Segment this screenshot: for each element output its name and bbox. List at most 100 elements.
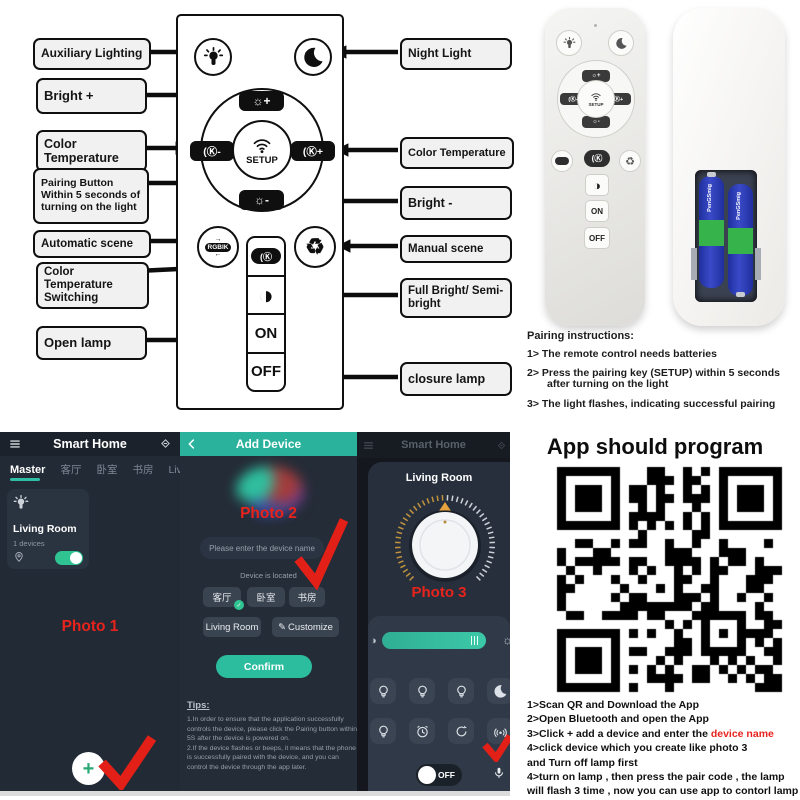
callout-color-temperature-switching: Color Temperature Switching (36, 262, 149, 309)
recycle-rgb-icon: ♻ (305, 234, 325, 259)
instruction-line: 4>click device which you create like pho… (527, 742, 748, 755)
device-card-living-room[interactable]: Living Room 1 devices (7, 489, 89, 569)
room-chip-living-cn[interactable]: 客厅 ✓ (203, 587, 244, 610)
device-card-count: 1 devices (13, 539, 45, 548)
remote-photo-rgbik-button (551, 150, 573, 172)
confirm-button[interactable]: Confirm (216, 655, 312, 678)
callout-bright-plus: Bright + (36, 78, 147, 114)
color-temp-plus-button[interactable]: (Ⓚ+ (291, 141, 335, 161)
room-chip-living-room[interactable]: Living Room (203, 617, 261, 637)
photo2-annotation: Photo 2 (240, 505, 297, 522)
tab-living-room-cn[interactable]: 客厅 (60, 464, 82, 476)
brightness-slider[interactable] (382, 632, 486, 649)
photo3-annotation: Photo 3 (411, 584, 467, 601)
app-screenshot-add-device: Add Device Photo 2 Please enter the devi… (180, 432, 357, 791)
device-photo-blob (236, 466, 304, 516)
manual-scene-button[interactable]: ♻ (294, 226, 336, 268)
automatic-scene-button[interactable]: → RGBIK ← (197, 226, 239, 268)
back-icon[interactable] (185, 437, 199, 451)
device-name-placeholder: Please enter the device name (209, 543, 315, 553)
app1-header: Smart Home (0, 432, 180, 456)
pin-icon (13, 551, 25, 563)
night-light-button[interactable] (294, 38, 332, 76)
slider-grip[interactable] (471, 636, 478, 645)
star-moon-icon (615, 37, 628, 50)
callout-closure-lamp: closure lamp (400, 362, 512, 396)
remote-photo-bright-minus: ☼- (582, 116, 610, 128)
bulb-icon (415, 684, 430, 699)
remote-photo-manual-button: ♻ (619, 150, 641, 172)
room-chip-customize[interactable]: ✎ Customize (272, 617, 339, 637)
mic-icon[interactable] (492, 766, 506, 780)
remote-photo-off-button: OFF (584, 227, 610, 249)
instruction-line: 3>Click + add a device and enter the dev… (527, 727, 774, 740)
callout-automatic-scene: Automatic scene (33, 230, 151, 258)
tips-line: 1.In order to ensure that the applicatio… (187, 716, 357, 743)
plus-icon: + (82, 757, 95, 780)
tab-living-room[interactable]: Living Ro (168, 463, 180, 476)
power-toggle-off[interactable]: OFF (416, 764, 462, 786)
scene-tile-pairing[interactable] (487, 718, 510, 744)
remote-photo-aux-button (556, 30, 582, 56)
scene-tile-timer[interactable] (409, 718, 435, 744)
device-name-input[interactable]: Please enter the device name (200, 537, 324, 559)
app-screenshot-home: Smart Home Master 客厅 卧室 书房 Living Ro Liv… (0, 432, 180, 791)
app2-header: Add Device (180, 432, 357, 456)
battery-green-band (699, 220, 724, 246)
tips-line: 2.If the device flashes or beeps, it mea… (187, 744, 356, 771)
pairing-instructions: Pairing instructions: 1> The remote cont… (527, 330, 799, 410)
battery-green-band (728, 228, 753, 254)
tab-bedroom-cn[interactable]: 卧室 (96, 464, 118, 476)
app-screenshot-dimmer: Smart Home Living Room Photo 3 ◑ ☼ (357, 432, 510, 791)
brightness-dial[interactable] (393, 493, 497, 597)
brightness-high-icon: ☼ (502, 633, 510, 647)
remote-photo-setup-button: SETUP (577, 80, 615, 118)
bulb-icon (376, 724, 391, 739)
auxiliary-light-button[interactable] (194, 38, 232, 76)
scene-tile-lamp[interactable] (370, 718, 396, 744)
add-device-fab[interactable]: + (72, 752, 105, 785)
bulb-rays-icon (563, 37, 576, 50)
room-chip-bedroom-cn[interactable]: 卧室 (247, 587, 285, 607)
tab-study-cn[interactable]: 书房 (132, 464, 154, 476)
device-toggle-on[interactable] (55, 551, 83, 565)
chip-selected-badge: ✓ (234, 600, 244, 610)
scene-tile-bulb-2[interactable] (409, 678, 435, 704)
tab-master[interactable]: Master (10, 463, 46, 476)
cycle-arrow-left-icon: ← (214, 250, 222, 258)
battery: PenGSmig (699, 176, 724, 288)
scene-tile-bulb-3[interactable] (448, 678, 474, 704)
remote-photo-night-button (608, 30, 634, 56)
menu-icon[interactable] (8, 437, 22, 451)
setup-button[interactable]: SETUP (232, 120, 292, 180)
full-bright-button[interactable]: ◑ (248, 274, 284, 314)
dial-ticks (395, 495, 495, 581)
app1-title: Smart Home (53, 437, 127, 451)
scene-tile-night[interactable] (487, 678, 510, 704)
scan-icon[interactable] (159, 437, 172, 450)
pairing-step: 1> The remote control needs batteries (527, 348, 717, 360)
off-button[interactable]: OFF (248, 351, 284, 391)
rgbik-mini-icon (555, 157, 569, 165)
color-temp-minus-button[interactable]: (Ⓚ- (190, 141, 234, 161)
bright-plus-button[interactable]: ☼+ (239, 91, 284, 111)
scan-icon (496, 440, 507, 451)
room-chip-study-cn[interactable]: 书房 (289, 587, 325, 607)
on-button[interactable]: ON (248, 313, 284, 352)
callout-full-bright: Full Bright/ Semi-bright (400, 278, 512, 318)
bright-minus-button[interactable]: ☼- (239, 190, 284, 210)
battery-terminal (736, 292, 745, 297)
battery-terminal (707, 172, 716, 177)
scene-tile-bulb-1[interactable] (370, 678, 396, 704)
callout-auxiliary-lighting: Auxiliary Lighting (33, 38, 151, 70)
scene-tile-rgb-cycle[interactable] (448, 718, 474, 744)
menu-icon (362, 439, 375, 452)
app1-tabs: Master 客厅 卧室 书房 Living Ro (10, 462, 180, 477)
app-instructions: 1>Scan QR and Download the App 2>Open Bl… (527, 698, 799, 799)
alarm-clock-icon (415, 724, 430, 739)
pencil-icon: ✎ (278, 621, 287, 633)
dial-knob[interactable] (412, 512, 478, 578)
instruction-line: will flash 3 time , now you can use app … (527, 785, 799, 798)
app2-title: Add Device (235, 437, 302, 451)
color-temp-switch-button[interactable]: (Ⓚ (248, 238, 284, 275)
